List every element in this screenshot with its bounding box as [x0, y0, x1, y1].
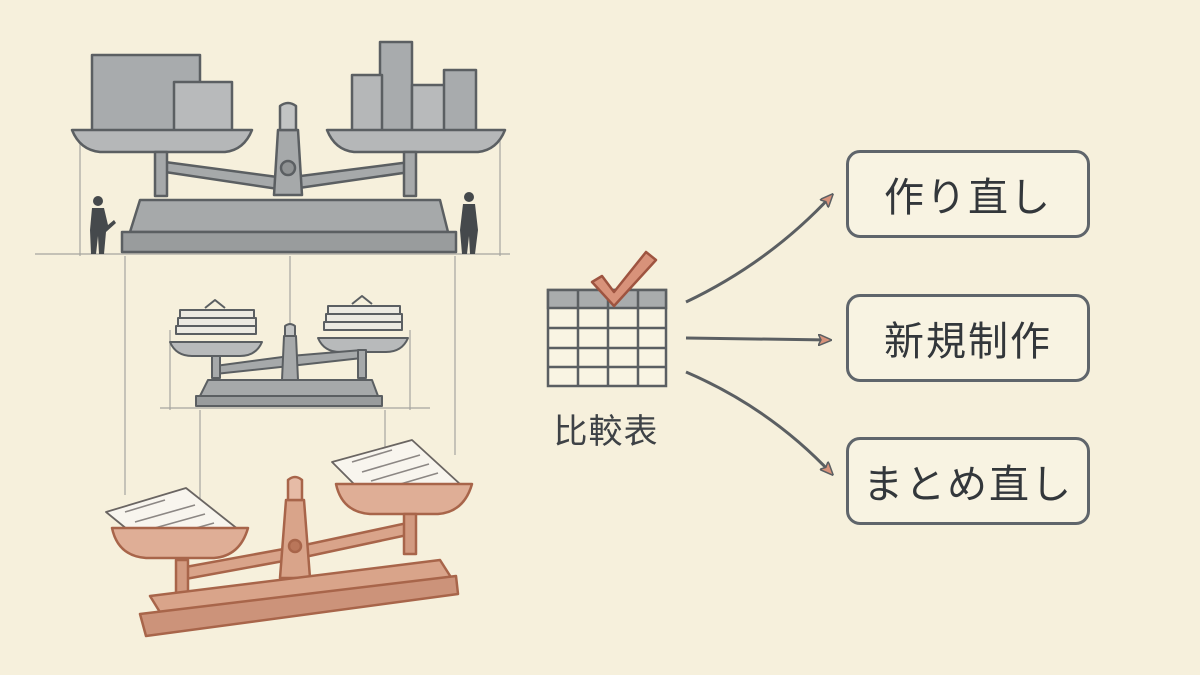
- person-silhouette-icon: [90, 196, 116, 254]
- construction-guide-lines: [35, 140, 510, 500]
- small-balance-scale-with-paper-bundles-icon: [169, 295, 409, 407]
- option-box-new-production: 新規制作: [846, 294, 1090, 382]
- person-silhouette-icon: [460, 192, 478, 254]
- copper-balance-scale-with-documents-icon: [105, 439, 474, 638]
- option-box-rebuild: 作り直し: [846, 150, 1090, 238]
- large-gray-balance-scale-icon: [70, 40, 507, 254]
- comparison-table-icon: [546, 288, 668, 388]
- arrow-icon: [685, 338, 830, 340]
- option-label: 新規制作: [884, 319, 1052, 365]
- checkmark-icon: [590, 250, 658, 308]
- comparison-table-label: 比較表: [553, 412, 659, 452]
- option-label: 作り直し: [884, 175, 1052, 221]
- option-box-reorganize: まとめ直し: [846, 437, 1090, 525]
- arrow-icon: [685, 195, 832, 304]
- arrow-icon: [685, 370, 832, 474]
- option-label: まとめ直し: [863, 462, 1073, 508]
